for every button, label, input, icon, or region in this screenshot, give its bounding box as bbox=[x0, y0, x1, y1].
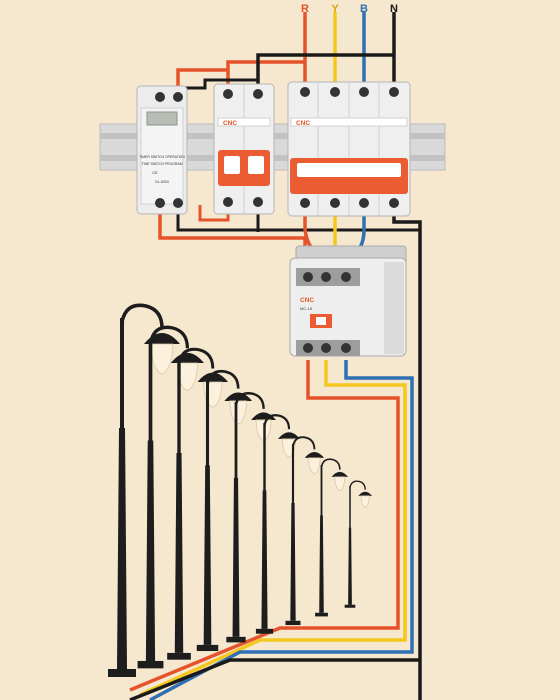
terminal-screw bbox=[155, 198, 165, 208]
wire-n-to-timer bbox=[182, 78, 258, 90]
street-lamp bbox=[255, 414, 301, 634]
terminal-screw bbox=[341, 272, 351, 282]
mcb-four-toggle[interactable] bbox=[297, 163, 401, 177]
terminal-screw bbox=[321, 343, 331, 353]
terminal-screw bbox=[303, 343, 313, 353]
mcb-four-pole: CNC bbox=[287, 81, 411, 217]
wire-n-output bbox=[129, 658, 420, 700]
label-phase-r: R bbox=[301, 3, 309, 15]
wire-r-to-mcb bbox=[226, 60, 305, 92]
timer-text-1: TIMER SWITCH OPERATION bbox=[139, 155, 185, 159]
terminal-screw bbox=[303, 272, 313, 282]
terminal-screw bbox=[155, 92, 165, 102]
street-lamp bbox=[315, 458, 349, 617]
contactor-model: MC-18 bbox=[300, 306, 313, 311]
timer-display bbox=[146, 111, 178, 126]
terminal-screw bbox=[359, 87, 369, 97]
wire-r-to-timer bbox=[176, 68, 228, 92]
terminal-screw bbox=[300, 87, 310, 97]
mcb-four-brand: CNC bbox=[296, 120, 310, 127]
terminal-screw bbox=[173, 92, 183, 102]
terminal-screw bbox=[223, 197, 233, 207]
terminal-screw bbox=[330, 198, 340, 208]
mcb-single-pole: CNC bbox=[213, 83, 275, 215]
street-lamp bbox=[108, 303, 180, 677]
mcb-single-toggle-left[interactable] bbox=[224, 156, 240, 174]
terminal-screw bbox=[330, 87, 340, 97]
street-lamp bbox=[137, 325, 205, 669]
lamp-row bbox=[108, 303, 373, 677]
contactor: CNC MC-18 bbox=[289, 245, 407, 357]
contactor-brand: CNC bbox=[300, 297, 314, 304]
label-phase-b: B bbox=[360, 3, 368, 15]
timer-model: GL-D000 bbox=[155, 180, 169, 184]
terminal-screw bbox=[389, 87, 399, 97]
terminal-screw bbox=[300, 198, 310, 208]
street-lamp bbox=[226, 392, 277, 643]
wire-y-output bbox=[139, 360, 407, 697]
street-lamp bbox=[167, 347, 229, 660]
street-lamp bbox=[196, 369, 253, 652]
wire-r-output bbox=[129, 360, 400, 692]
terminal-screw bbox=[359, 198, 369, 208]
terminal-screw bbox=[389, 198, 399, 208]
timer-text-2: TIME SWITCH PROGRAM bbox=[142, 162, 183, 166]
street-lamp bbox=[344, 480, 373, 608]
terminal-screw bbox=[321, 272, 331, 282]
label-phase-n: N bbox=[390, 3, 398, 15]
terminal-screw bbox=[341, 343, 351, 353]
mcb-single-toggle-right[interactable] bbox=[248, 156, 264, 174]
mcb-single-brand: CNC bbox=[223, 120, 237, 127]
label-phase-y: Y bbox=[331, 3, 339, 15]
timer-cert: CE bbox=[152, 170, 158, 175]
wire-b-output bbox=[149, 360, 414, 700]
street-lamp bbox=[285, 436, 325, 626]
terminal-screw bbox=[253, 197, 263, 207]
terminal-screw bbox=[173, 198, 183, 208]
terminal-screw bbox=[253, 89, 263, 99]
terminal-screw bbox=[223, 89, 233, 99]
timer-switch: TIMER SWITCH OPERATION TIME SWITCH PROGR… bbox=[136, 85, 188, 215]
